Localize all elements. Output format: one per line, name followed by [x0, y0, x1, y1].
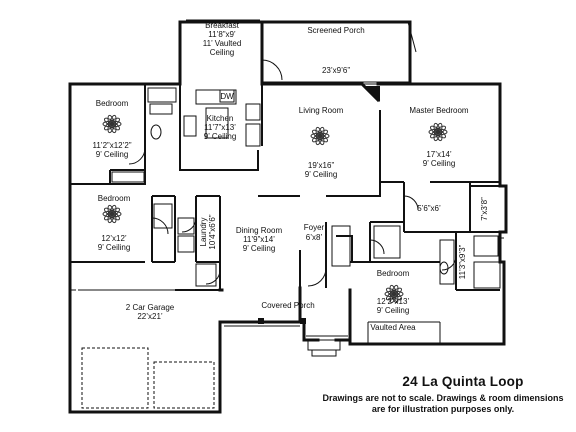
fireplace — [364, 86, 380, 102]
room-label-line: 6’x8’ — [306, 233, 323, 242]
room-label-line: 9’ Ceiling — [305, 170, 338, 179]
room-label-line: 9’ Ceiling — [243, 244, 276, 253]
room-label-line: 22’x21’ — [137, 312, 163, 321]
ceiling-fan-icon — [428, 122, 448, 142]
bath-sink — [149, 103, 173, 115]
room-label-line: Bedroom — [377, 269, 410, 278]
washer — [177, 217, 195, 235]
entry-steps — [307, 339, 341, 357]
room-label-line: 2 Car Garage — [126, 303, 175, 312]
dryer — [177, 235, 195, 253]
room-label-line: 10’4”x6’6” — [208, 214, 217, 249]
room-label-line: 19’x16” — [308, 161, 335, 170]
interior-walls — [70, 84, 500, 291]
room-label-line: Dining Room — [236, 226, 283, 235]
room-label-line: Master Bedroom — [409, 106, 468, 115]
room-label-line: 9’ Ceiling — [96, 150, 129, 159]
stairs — [195, 263, 217, 287]
fixtures — [111, 87, 501, 289]
room-label-line: 11’ Vaulted — [203, 39, 242, 48]
toilet — [150, 124, 162, 140]
room-label-living-room: Living Room 19’x16”9’ Ceiling — [299, 106, 344, 179]
garage-doors — [81, 347, 215, 409]
room-label-line: 11’2”x12’2” — [93, 141, 132, 150]
room-label-bedroom-nw: Bedroom 11’2”x12’2”9’ Ceiling — [93, 99, 132, 159]
room-label-vaulted-area: Vaulted Area — [370, 323, 416, 332]
refrigerator — [245, 123, 261, 147]
window-lines — [70, 19, 504, 344]
hall-bath-tub — [153, 203, 173, 229]
room-label-covered-porch: Covered Porch — [261, 301, 314, 310]
master-toilet — [439, 261, 449, 275]
room-label-line: 12’2”x13’ — [377, 297, 410, 306]
room-label-line: 11’7”x13’ — [204, 123, 236, 132]
room-label-bedroom-s: Bedroom 12’2”x13’9’ Ceiling — [377, 269, 410, 315]
room-label-line: Ceiling — [210, 48, 234, 57]
room-label-line: 23’x9’6” — [322, 66, 350, 75]
ceiling-fan-icon — [310, 126, 330, 146]
kitchen-counter — [195, 89, 237, 105]
room-label-line: Bedroom — [96, 99, 129, 108]
room-label-screened-porch: Screened Porch 23’x9’6” — [307, 26, 364, 75]
room-label-line: 9’ Ceiling — [423, 159, 456, 168]
room-label-closet-small: 7’x3’8” — [480, 197, 489, 221]
room-label-line: 5’6”x6’ — [417, 204, 441, 213]
master-shower — [473, 261, 501, 289]
master-vanity — [439, 239, 455, 285]
room-label-line: Kitchen — [207, 114, 234, 123]
exterior-walls — [68, 20, 508, 414]
room-label-line: 11’3”x9’3” — [458, 244, 467, 279]
room-label-line: Bedroom — [98, 194, 131, 203]
ceiling-fan-icon — [102, 114, 122, 134]
bath-tub — [147, 87, 177, 103]
room-label-bath-master: 11’3”x9’3” — [458, 244, 467, 279]
room-label-laundry: Laundry10’4”x6’6” — [199, 214, 217, 249]
room-label-line: 9’ Ceiling — [377, 306, 410, 315]
room-label-line: Foyer — [304, 223, 325, 232]
room-label-line: 12’x12’ — [101, 234, 127, 243]
stove — [183, 115, 197, 137]
room-label-line: Covered Porch — [261, 301, 314, 310]
room-label-line: 11’9”x14’ — [243, 235, 275, 244]
master-tub — [473, 235, 499, 257]
ceiling-fan-icon — [102, 204, 122, 224]
porch-posts — [258, 318, 306, 324]
ceiling-fan-icon — [384, 284, 404, 304]
foyer-closet — [331, 225, 351, 267]
room-label-line: 7’x3’8” — [480, 197, 489, 221]
room-label-line: Laundry — [199, 218, 208, 247]
room-label-bedroom-w: Bedroom 12’x12’9’ Ceiling — [98, 194, 131, 252]
room-label-line: 9’ Ceiling — [204, 132, 237, 141]
room-label-closet-master: 5’6”x6’ — [417, 204, 441, 213]
dishwasher — [219, 89, 235, 103]
ceiling-fans — [102, 114, 448, 304]
property-title: 24 La Quinta Loop — [402, 374, 524, 389]
dishwasher-label: DW — [220, 92, 234, 101]
room-label-master-bedroom: Master Bedroom 17’x14’9’ Ceiling — [409, 106, 468, 168]
kitchen-island — [205, 107, 229, 139]
room-label-line: 17’x14’ — [426, 150, 452, 159]
room-label-line: 11’8”x9’ — [208, 30, 236, 39]
door-swings — [128, 59, 457, 287]
disclaimer-note: Drawings are not to scale. Drawings & ro… — [322, 393, 564, 414]
room-label-line: Vaulted Area — [370, 323, 416, 332]
room-label-line: Breakfast — [205, 21, 240, 30]
room-label-line: 9’ Ceiling — [98, 243, 131, 252]
plan-caption: 24 La Quinta Loop Drawings are not to sc… — [318, 374, 568, 415]
kitchen-pantry — [245, 103, 261, 121]
room-label-line: Screened Porch — [307, 26, 364, 35]
closet-nw — [111, 171, 145, 183]
room-label-line: Living Room — [299, 106, 344, 115]
bedroom-s-bath — [373, 225, 401, 259]
